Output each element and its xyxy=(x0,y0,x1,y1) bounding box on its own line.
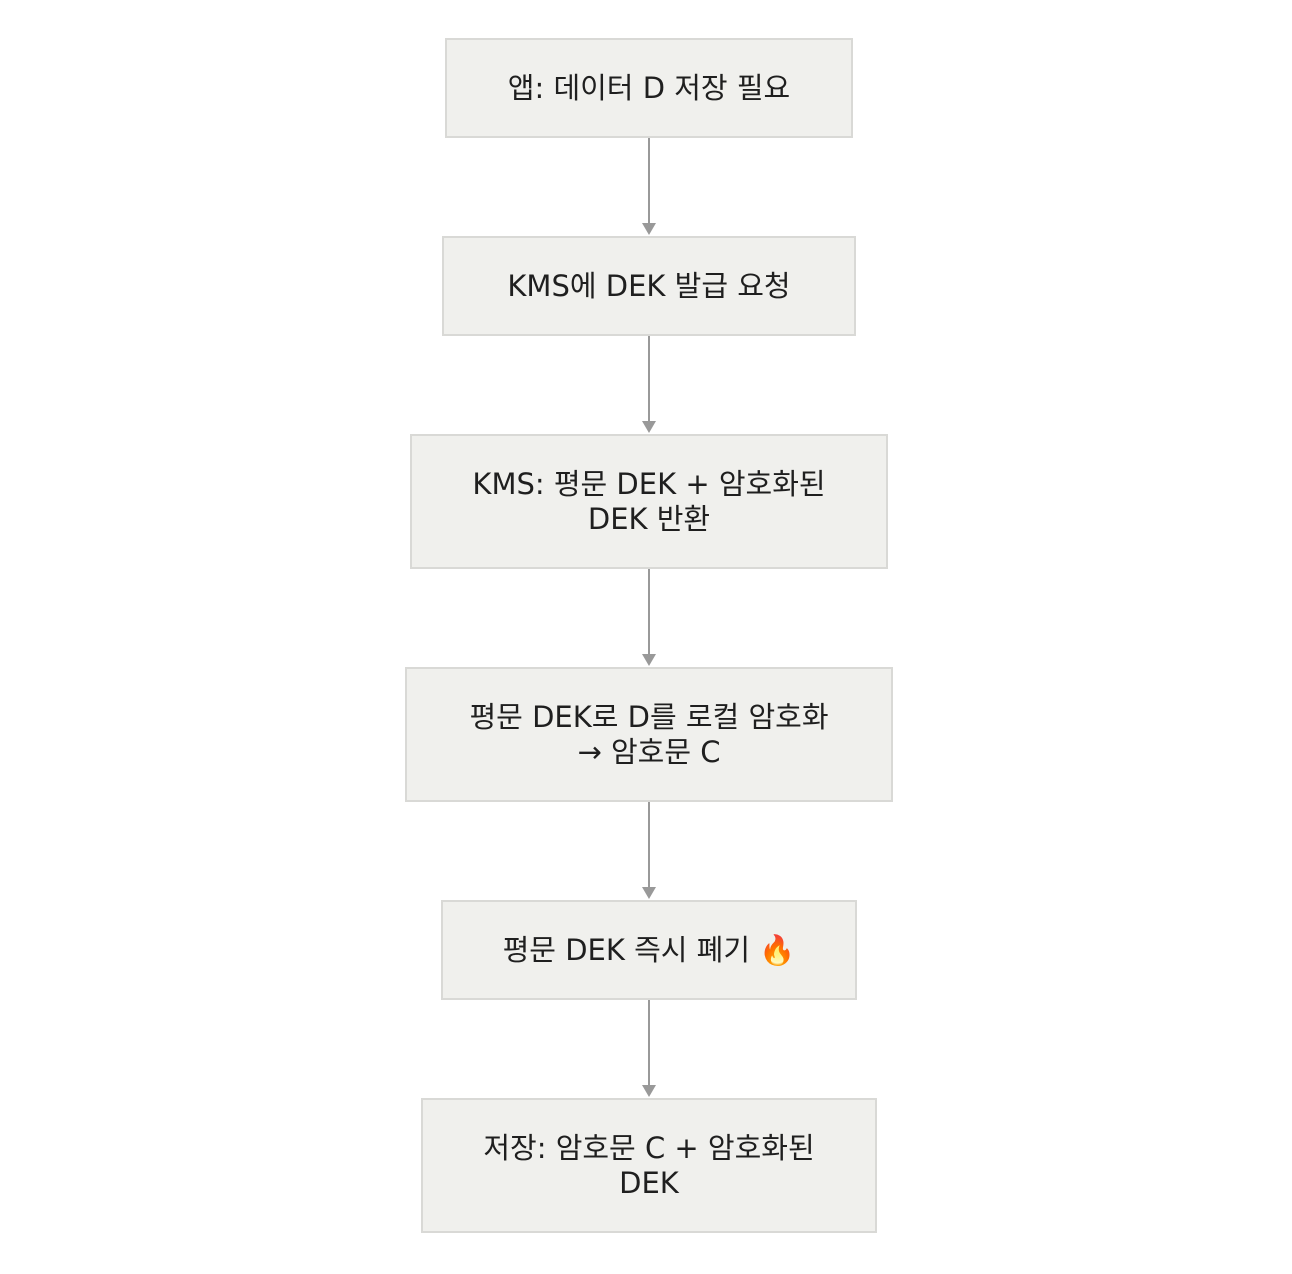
arrow-head-2 xyxy=(642,421,656,433)
arrow-head-5 xyxy=(642,1085,656,1097)
node-discard-dek: 평문 DEK 즉시 폐기 🔥 xyxy=(441,900,857,1000)
node-label-line-1: 저장: 암호문 C + 암호화된 xyxy=(483,1130,815,1165)
node-label: 평문 DEK 즉시 폐기 🔥 xyxy=(502,932,796,967)
node-store-result: 저장: 암호문 C + 암호화된 DEK xyxy=(421,1098,877,1233)
node-label-line-1: KMS: 평문 DEK + 암호화된 xyxy=(472,466,826,501)
node-label-line-2: → 암호문 C xyxy=(577,734,721,769)
node-local-encrypt: 평문 DEK로 D를 로컬 암호화 → 암호문 C xyxy=(405,667,893,802)
arrow-head-1 xyxy=(642,223,656,235)
node-app-needs-store: 앱: 데이터 D 저장 필요 xyxy=(445,38,853,138)
arrow-head-4 xyxy=(642,887,656,899)
node-label-line-2: DEK xyxy=(619,1165,679,1200)
node-label-line-1: 평문 DEK로 D를 로컬 암호화 xyxy=(469,699,829,734)
node-label: KMS에 DEK 발급 요청 xyxy=(507,268,791,303)
node-kms-returns-dek: KMS: 평문 DEK + 암호화된 DEK 반환 xyxy=(410,434,888,569)
node-request-dek: KMS에 DEK 발급 요청 xyxy=(442,236,856,336)
node-label-line-2: DEK 반환 xyxy=(587,501,711,536)
node-label: 앱: 데이터 D 저장 필요 xyxy=(507,70,791,105)
arrow-head-3 xyxy=(642,654,656,666)
